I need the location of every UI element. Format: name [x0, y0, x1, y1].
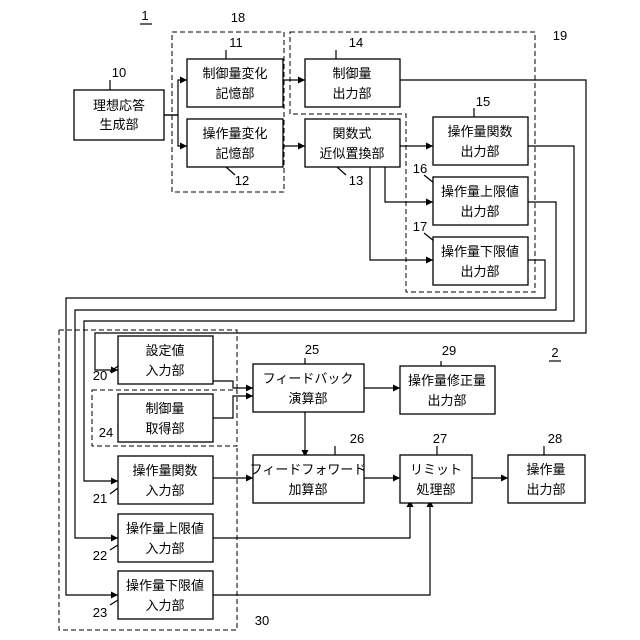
block-21: 操作量関数 入力部 — [118, 456, 213, 504]
block-10: 理想応答 生成部 — [74, 90, 164, 140]
ref-14: 14 — [349, 35, 363, 50]
ref-26: 26 — [350, 431, 364, 446]
block-15-line-1: 操作量関数 — [447, 124, 512, 140]
block-14-line-1: 制御量 — [332, 67, 371, 82]
ref-15: 15 — [476, 94, 490, 109]
block-23-line-2: 入力部 — [145, 599, 184, 614]
ref-19: 19 — [553, 28, 567, 43]
block-13-line-1: 関数式 — [332, 127, 371, 142]
block-12-line-1: 操作量変化 — [202, 126, 267, 142]
block-21-line-1: 操作量関数 — [132, 463, 197, 479]
ref-20: 20 — [93, 368, 107, 383]
block-25: フィードバック 演算部 — [253, 364, 364, 412]
block-11: 制御量変化 記憶部 — [187, 59, 283, 107]
ref-12: 12 — [235, 173, 249, 188]
block-20-line-1: 設定値 — [145, 343, 184, 359]
ref-30: 30 — [255, 613, 269, 628]
block-22-line-2: 入力部 — [145, 542, 184, 557]
block-16-line-2: 出力部 — [460, 205, 499, 220]
block-24-line-1: 制御量 — [145, 402, 184, 417]
block-25-line-2: 演算部 — [288, 391, 327, 407]
ref-10: 10 — [112, 65, 126, 80]
block-29-line-2: 出力部 — [427, 394, 466, 409]
block-15-line-2: 出力部 — [460, 145, 499, 160]
block-13: 関数式 近似置換部 — [305, 119, 400, 167]
block-16: 操作量上限値 出力部 — [433, 177, 528, 225]
block-24-line-2: 取得部 — [145, 421, 184, 437]
block-10-line-2: 生成部 — [99, 118, 138, 133]
block-20-line-2: 入力部 — [145, 364, 184, 379]
block-28-line-2: 出力部 — [526, 483, 565, 498]
block-27-line-1: リミット — [410, 463, 462, 478]
block-28: 操作量 出力部 — [508, 455, 585, 503]
block-27: リミット 処理部 — [400, 455, 472, 503]
ref-18: 18 — [231, 10, 245, 25]
ref-24: 24 — [99, 425, 113, 440]
ref-28: 28 — [548, 431, 562, 446]
system-2-label: 2 — [551, 345, 558, 360]
block-23: 操作量下限値 入力部 — [118, 571, 213, 619]
block-24: 制御量 取得部 — [118, 394, 213, 442]
block-27-line-2: 処理部 — [416, 483, 455, 498]
block-21-line-2: 入力部 — [145, 484, 184, 499]
block-20: 設定値 入力部 — [118, 336, 213, 384]
block-23-line-1: 操作量下限値 — [126, 578, 204, 594]
ref-17: 17 — [413, 219, 427, 234]
block-10-line-1: 理想応答 — [93, 98, 145, 114]
block-16-line-1: 操作量上限値 — [441, 184, 519, 200]
block-17-line-1: 操作量下限値 — [441, 244, 519, 260]
block-26: フィードフォワード 加算部 — [250, 455, 367, 503]
ref-21: 21 — [93, 491, 107, 506]
ref-23: 23 — [93, 605, 107, 620]
block-22: 操作量上限値 入力部 — [118, 514, 213, 562]
block-11-line-1: 制御量変化 — [202, 66, 267, 82]
system-1-label: 1 — [141, 8, 148, 23]
ref-25: 25 — [305, 342, 319, 357]
block-13-line-2: 近似置換部 — [319, 147, 384, 162]
ref-16: 16 — [413, 161, 427, 176]
block-15: 操作量関数 出力部 — [433, 117, 528, 165]
block-22-line-1: 操作量上限値 — [126, 521, 204, 537]
block-26-line-1: フィードフォワード — [250, 463, 367, 478]
block-25-line-1: フィードバック — [263, 372, 354, 387]
ref-13: 13 — [349, 173, 363, 188]
block-14: 制御量 出力部 — [305, 59, 400, 107]
block-11-line-2: 記憶部 — [215, 86, 254, 102]
ref-22: 22 — [93, 548, 107, 563]
block-12: 操作量変化 記憶部 — [187, 119, 283, 167]
ref-11: 11 — [229, 35, 243, 50]
block-29: 操作量修正量 出力部 — [400, 366, 495, 414]
block-12-line-2: 記憶部 — [215, 146, 254, 162]
block-28-line-1: 操作量 — [526, 462, 565, 478]
ref-27: 27 — [433, 431, 447, 446]
block-29-line-1: 操作量修正量 — [408, 373, 486, 389]
block-17: 操作量下限値 出力部 — [433, 237, 528, 285]
block-26-line-2: 加算部 — [288, 483, 327, 498]
ref-29: 29 — [442, 343, 456, 358]
block-14-line-2: 出力部 — [332, 87, 371, 102]
block-17-line-2: 出力部 — [460, 265, 499, 280]
